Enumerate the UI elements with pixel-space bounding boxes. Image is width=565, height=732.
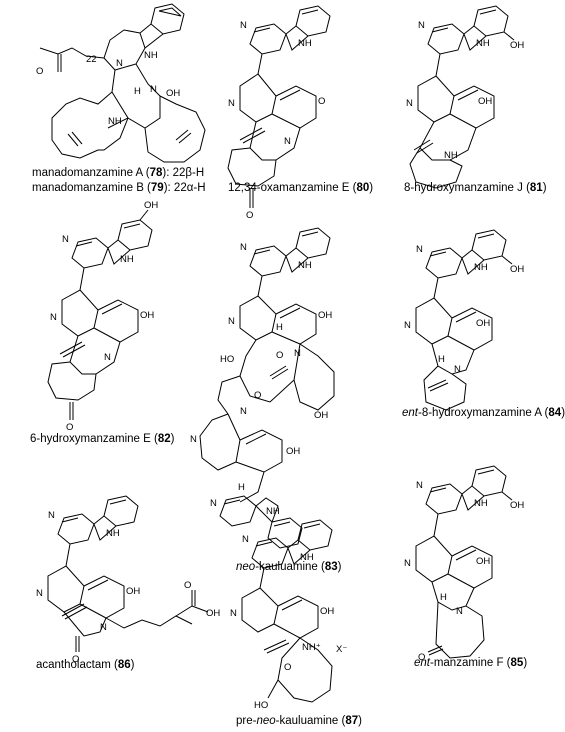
atom-O: O bbox=[284, 662, 291, 673]
caption-85: ent-manzamine F (85) bbox=[414, 657, 528, 669]
caption-83: neo-kauluamine (83) bbox=[236, 561, 342, 573]
atom-O: O bbox=[184, 580, 191, 591]
structure-6-hydroxymanzamine-e: OH NH N N OH N O bbox=[47, 200, 158, 433]
atom-N: N bbox=[240, 242, 247, 253]
atom-HO: HO bbox=[254, 700, 268, 711]
caption-84: ent-8-hydroxymanzamine A (84) bbox=[402, 407, 565, 419]
atom-H: H bbox=[438, 354, 445, 365]
atom-N: N bbox=[416, 244, 423, 255]
atom-N: N bbox=[190, 434, 197, 445]
structure-acantholactam: NH N N OH N O OH O bbox=[36, 495, 220, 665]
atom-N: N bbox=[418, 20, 425, 31]
atom-NH: NH bbox=[300, 552, 314, 563]
atom-N: N bbox=[454, 364, 461, 375]
atom-N: N bbox=[36, 588, 43, 599]
atom-N: N bbox=[230, 608, 237, 619]
atom-OH: OH bbox=[510, 40, 524, 51]
caption-82: 6-hydroxymanzamine E (82) bbox=[30, 433, 175, 445]
atom-OH: OH bbox=[314, 410, 328, 421]
atom-H: H bbox=[276, 322, 283, 333]
atom-OH: OH bbox=[320, 606, 334, 617]
structure-ent-manzamine-f: NH OH N N OH H N O bbox=[404, 465, 524, 663]
atom-N: N bbox=[242, 534, 249, 545]
atom-OH: OH bbox=[510, 500, 524, 511]
atom-N: N bbox=[116, 58, 123, 69]
atom-NH-plus: NH⁺ bbox=[302, 642, 321, 653]
atom-N: N bbox=[62, 234, 69, 245]
atom-O: O bbox=[66, 422, 73, 433]
atom-N: N bbox=[210, 498, 217, 509]
atom-N: N bbox=[404, 320, 411, 331]
atom-N: N bbox=[456, 606, 463, 617]
atom-O: O bbox=[246, 210, 253, 221]
atom-NH: NH bbox=[120, 254, 134, 265]
label-22: 22 bbox=[86, 54, 97, 65]
structure-pre-neo-kauluamine: NH N N OH NH⁺ X⁻ O HO bbox=[230, 519, 347, 711]
atom-N: N bbox=[294, 348, 301, 359]
structure-ent-8-hydroxymanzamine-a: NH OH N N OH H N bbox=[404, 229, 524, 411]
atom-NH: NH bbox=[298, 260, 312, 271]
atom-N: N bbox=[48, 510, 55, 521]
atom-N: N bbox=[150, 84, 157, 95]
atom-NH: NH bbox=[108, 116, 122, 127]
atom-O: O bbox=[72, 654, 79, 665]
atom-N: N bbox=[228, 98, 235, 109]
atom-NH: NH bbox=[144, 50, 158, 61]
atom-H: H bbox=[238, 482, 245, 493]
atom-H: H bbox=[440, 592, 447, 603]
atom-N: N bbox=[50, 312, 57, 323]
atom-NH: NH bbox=[474, 498, 488, 509]
atom-OH: OH bbox=[126, 586, 140, 597]
atom-OH: OH bbox=[510, 264, 524, 275]
atom-N: N bbox=[228, 316, 235, 327]
atom-H: H bbox=[134, 86, 141, 97]
atom-N: N bbox=[240, 20, 247, 31]
atom-OH: OH bbox=[478, 96, 492, 107]
atom-OH: OH bbox=[318, 310, 332, 321]
atom-OH: OH bbox=[140, 310, 154, 321]
atom-O: O bbox=[254, 390, 261, 401]
atom-NH: NH bbox=[106, 528, 120, 539]
atom-OH: OH bbox=[166, 88, 180, 99]
atom-O: O bbox=[36, 66, 43, 77]
atom-OH: OH bbox=[144, 200, 158, 211]
atom-OH: OH bbox=[476, 556, 490, 567]
structure-oxamanzamine-e: NH N N O N O bbox=[227, 5, 331, 221]
atom-N: N bbox=[100, 622, 107, 633]
atom-O: O bbox=[418, 652, 425, 663]
atom-O: O bbox=[276, 350, 283, 361]
atom-N: N bbox=[284, 136, 291, 147]
atom-N: N bbox=[104, 352, 111, 363]
caption-87: pre-neo-kauluamine (87) bbox=[236, 715, 362, 727]
caption-81: 8-hydroxymanzamine J (81) bbox=[404, 182, 547, 194]
caption-80: 12,34-oxamanzamine E (80) bbox=[228, 182, 374, 194]
atom-NH: NH bbox=[266, 506, 280, 517]
structure-neo-kauluamine: NH N N H OH HO O N OH O N N OH H N NH bbox=[190, 227, 335, 549]
atom-OH: OH bbox=[476, 318, 490, 329]
atom-NH: NH bbox=[476, 38, 490, 49]
atom-O: O bbox=[318, 96, 325, 107]
atom-N: N bbox=[404, 558, 411, 569]
structure-8-hydroxymanzamine-j: NH OH N N OH NH bbox=[406, 5, 524, 189]
atom-X-minus: X⁻ bbox=[336, 644, 347, 655]
caption-78: manadomanzamine A (78): 22β-H bbox=[32, 167, 205, 179]
chemical-structures-figure: N NH H OH N NH O 22 NH N N O N O bbox=[36, 3, 524, 711]
caption-86: acantholactam (86) bbox=[36, 659, 135, 671]
structure-manadomanzamine: N NH H OH N NH O 22 bbox=[36, 3, 206, 163]
atom-OH: OH bbox=[286, 446, 300, 457]
atom-N: N bbox=[416, 480, 423, 491]
atom-N: N bbox=[240, 406, 247, 417]
atom-N: N bbox=[406, 98, 413, 109]
caption-79: manadomanzamine B (79): 22α-H bbox=[32, 182, 206, 194]
atom-HO: HO bbox=[220, 354, 234, 365]
atom-OH: OH bbox=[206, 608, 220, 619]
atom-NH: NH bbox=[298, 38, 312, 49]
atom-NH: NH bbox=[474, 262, 488, 273]
atom-HN: NH bbox=[444, 150, 458, 161]
